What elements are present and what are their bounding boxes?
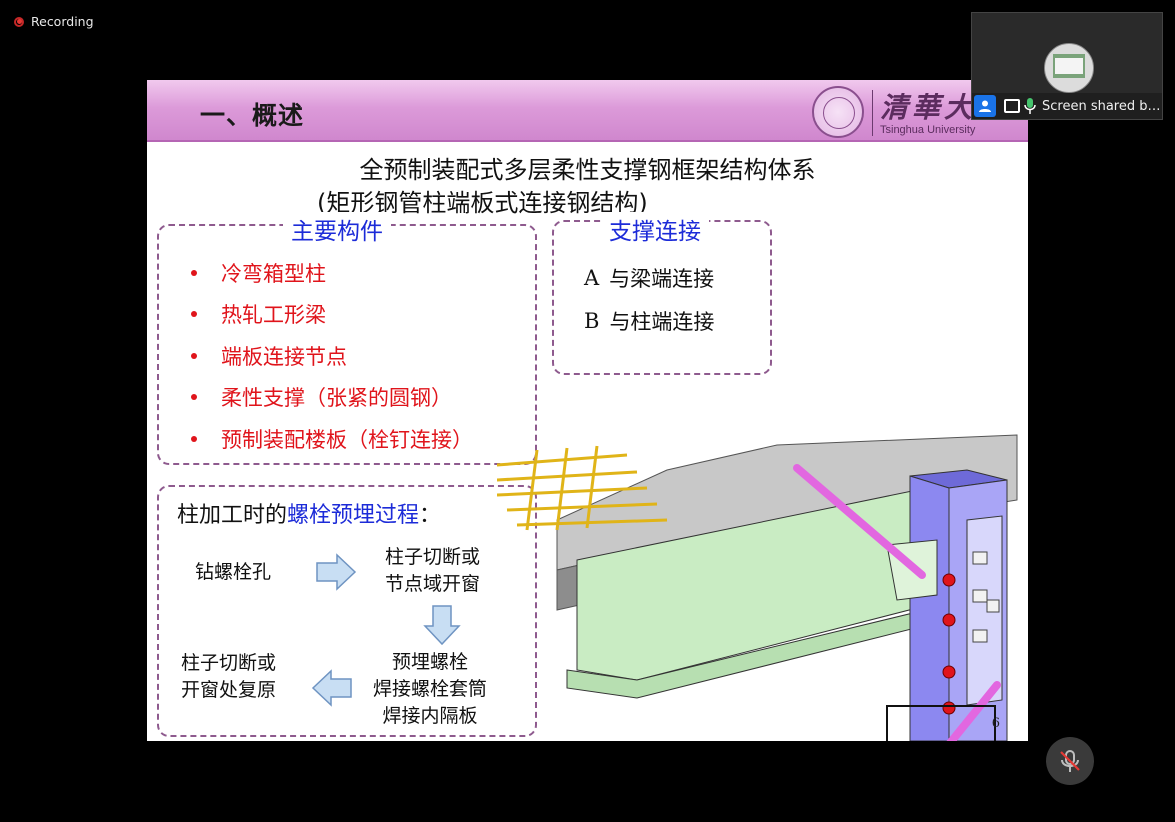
presentation-slide: 一、概述 清華大 Tsinghua University 全预制装配式多层柔性支…	[147, 80, 1028, 741]
screen-share-bar: Screen shared b…	[972, 93, 1162, 119]
bolt-heads	[942, 573, 956, 715]
slide-heading: 一、概述	[200, 101, 305, 130]
page-number: 6	[991, 716, 1000, 731]
list-item: 端板连接节点	[191, 335, 473, 377]
recording-label: Recording	[31, 14, 94, 29]
list-item: 冷弯箱型柱	[191, 252, 473, 294]
slide-banner: 一、概述 清華大 Tsinghua University	[147, 80, 1028, 142]
list-item: 柔性支撑（张紧的圆钢）	[191, 377, 473, 419]
detail-highlight-box	[886, 705, 996, 741]
user-icon	[974, 95, 996, 117]
logo-chinese-text: 清華大	[880, 91, 977, 124]
list-item: 热轧工形梁	[191, 294, 473, 336]
logo-divider	[872, 90, 873, 136]
process-box: 柱加工时的螺栓预埋过程： 钻螺栓孔 柱子切断或 节点域开窗 预埋螺栓 焊接螺栓套…	[157, 485, 537, 737]
arrow-right-icon	[316, 553, 357, 591]
process-step-drill: 钻螺栓孔	[195, 561, 272, 583]
arrow-left-icon	[311, 669, 352, 707]
university-logo: 清華大 Tsinghua University	[812, 84, 1000, 140]
bullet-icon	[191, 435, 197, 442]
process-title: 柱加工时的螺栓预埋过程：	[177, 503, 442, 528]
process-step-embed: 预埋螺栓 焊接螺栓套筒 焊接内隔板	[373, 651, 488, 727]
components-list: 冷弯箱型柱 热轧工形梁 端板连接节点 柔性支撑（张紧的圆钢） 预制装配楼板（栓钉…	[191, 252, 473, 460]
steel-joint-diagram	[497, 434, 1018, 741]
connection-title: 支撑连接	[601, 212, 709, 246]
participant-avatar	[1044, 43, 1094, 93]
mute-button[interactable]	[1046, 737, 1094, 785]
university-seal-icon	[812, 86, 864, 138]
record-icon	[14, 16, 24, 27]
bullet-icon	[191, 352, 197, 359]
recording-indicator: Recording	[14, 14, 94, 29]
arrow-down-icon	[423, 605, 461, 646]
screen-shared-label: Screen shared b…	[1042, 98, 1161, 114]
screen-share-icon	[1004, 99, 1020, 113]
bolt-sleeves	[972, 551, 1000, 643]
process-step-cut: 柱子切断或 节点域开窗	[385, 546, 481, 595]
bullet-icon	[191, 394, 197, 401]
brace-rod-lower	[946, 681, 1001, 741]
participant-video-tile[interactable]: Screen shared b…	[971, 12, 1163, 120]
steel-column	[909, 475, 950, 741]
rebar-mesh	[497, 445, 668, 531]
microphone-muted-icon	[1060, 750, 1080, 772]
slide-title: 全预制装配式多层柔性支撑钢框架结构体系	[359, 156, 816, 184]
process-title-highlight: 螺栓预埋过程	[287, 503, 420, 528]
components-title: 主要构件	[283, 212, 391, 246]
bullet-icon	[191, 311, 197, 318]
list-item: 预制装配楼板（栓钉连接）	[191, 418, 473, 460]
process-step-restore: 柱子切断或 开窗处复原	[181, 652, 277, 701]
microphone-icon	[1024, 97, 1036, 115]
bullet-icon	[191, 269, 197, 276]
brace-rod-upper	[793, 464, 926, 579]
logo-english-text: Tsinghua University	[880, 124, 976, 136]
components-box: 主要构件 冷弯箱型柱 热轧工形梁 端板连接节点 柔性支撑（张紧的圆钢） 预制装配…	[157, 212, 537, 465]
